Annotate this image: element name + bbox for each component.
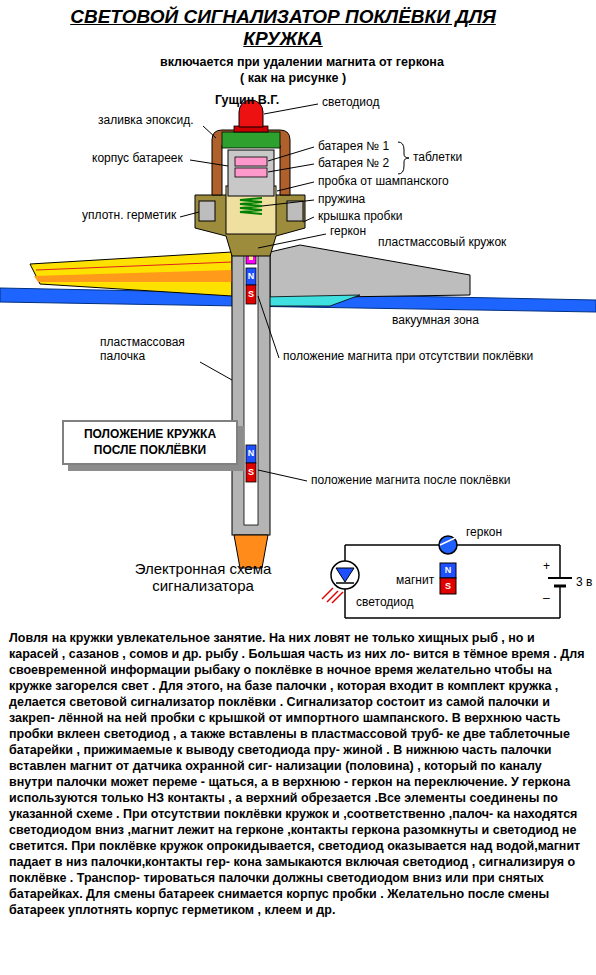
cap-assembly-part: [240, 198, 262, 214]
part-label: геркон: [330, 225, 366, 239]
component-label: геркон: [466, 526, 502, 540]
terminal-sign: –: [543, 592, 550, 606]
float-yellow: [30, 252, 232, 296]
schematic-part: [345, 617, 560, 619]
subtitle: ( как на рисунке ): [240, 71, 346, 85]
leader-lines-part: [258, 470, 307, 481]
stick-part: [246, 268, 256, 285]
schematic-part: [322, 588, 343, 603]
cap-assembly-part: [222, 132, 280, 148]
leader-lines-part: [203, 126, 216, 138]
author: Гущин В.Г.: [215, 93, 279, 107]
float-grey-part: [262, 295, 360, 306]
title: СВЕТОВОЙ СИГНАЛИЗАТОР ПОКЛЁВКИ ДЛЯ КРУЖК…: [58, 6, 508, 50]
description-text: Ловля на кружки увлекательное занятие. Н…: [9, 630, 587, 918]
leader-lines-part: [268, 147, 314, 161]
schematic-part: [559, 586, 561, 618]
schematic-part: [554, 585, 566, 588]
note-text: ПОЛОЖЕНИЕ КРУЖКА ПОСЛЕ ПОКЛЁВКИ: [70, 427, 230, 458]
float-grey: [262, 245, 470, 306]
component-label: светодиод: [356, 596, 413, 610]
leader-lines-part: [398, 142, 409, 174]
leader-lines-part: [258, 296, 279, 358]
float-grey-part: [270, 245, 470, 298]
cap-assembly-part: [235, 157, 267, 166]
leader-lines-part: [303, 217, 314, 222]
schematic-part: [559, 545, 561, 578]
float-yellow-part: [36, 262, 232, 270]
schematic-part: [457, 544, 560, 546]
voltage-label: 3 в: [576, 576, 592, 590]
part-label: корпус батареек: [92, 152, 183, 166]
schematic-part-part: [327, 591, 338, 602]
schematic-part: [345, 544, 439, 546]
cap-assembly-part: [287, 201, 303, 221]
cap-assembly-part: [199, 201, 215, 221]
schematic-part: [440, 563, 456, 578]
magnet-pole: N: [440, 566, 456, 575]
schematic: [322, 536, 572, 618]
float-yellow-part: [30, 252, 232, 296]
part-label: уплотн. герметик: [82, 209, 176, 223]
leader-lines-part: [190, 160, 228, 166]
part-label: пластмассовый кружок: [378, 236, 506, 250]
subtitle: включается при удалении магнита от герко…: [160, 55, 444, 69]
schematic-heading: Электронная схема сигнализатора: [118, 560, 288, 595]
leader-lines-part: [268, 164, 314, 172]
leader-lines-part: [180, 212, 199, 217]
stick-part: [244, 240, 258, 525]
part-label: пружина: [318, 193, 365, 207]
magnet-pole: S: [246, 290, 256, 299]
stick-part: [246, 463, 256, 482]
part-label: светодиод: [322, 96, 379, 110]
schematic-part: [440, 578, 456, 594]
terminal-sign: +: [543, 560, 550, 574]
cap-assembly-part: [235, 168, 267, 177]
leader-lines-part: [258, 234, 326, 248]
stick: [232, 232, 270, 568]
cap-assembly: [195, 100, 305, 256]
schematic-part: [548, 577, 572, 579]
schematic-part: [344, 589, 346, 618]
magnet-pole: N: [246, 449, 256, 458]
magnet-pole: S: [440, 582, 456, 591]
schematic-part: [331, 561, 359, 589]
magnet-pole: N: [246, 272, 256, 281]
part-label: пластмассовая палочка: [100, 336, 200, 364]
part-label: крышка пробки: [318, 210, 402, 224]
cap-assembly-part: [228, 150, 274, 196]
float-yellow-part: [34, 270, 232, 282]
cap-assembly-part: [212, 130, 290, 195]
part-label: вакуумная зона: [392, 314, 479, 328]
part-label: положение магнита при отсутствии поклёвк…: [283, 350, 533, 364]
schematic-part-part: [332, 592, 343, 603]
stick-part: [246, 285, 256, 304]
stick-part: [232, 240, 270, 535]
part-label: батарея № 1: [318, 140, 389, 154]
leader-lines-part: [262, 200, 314, 206]
schematic-part: [344, 545, 346, 561]
part-label: таблетки: [413, 151, 462, 165]
schematic-part: [336, 582, 354, 584]
part-label: положение магнита после поклёвки: [311, 474, 510, 488]
part-label: заливка эпоксид.: [98, 114, 194, 128]
schematic-part: [336, 568, 354, 582]
schematic-part: [440, 538, 455, 545]
schematic-part: [439, 536, 457, 554]
leader-lines-part: [277, 182, 314, 191]
stick-part: [246, 445, 256, 463]
part-label: пробка от шампанского: [318, 175, 449, 189]
part-label: батарея № 2: [318, 157, 389, 171]
leader-lines-part: [200, 362, 232, 380]
component-label: магнит: [396, 574, 434, 588]
magnet-pole: S: [246, 468, 256, 477]
boxed-note: ПОЛОЖЕНИЕ КРУЖКА ПОСЛЕ ПОКЛЁВКИ: [62, 420, 238, 465]
